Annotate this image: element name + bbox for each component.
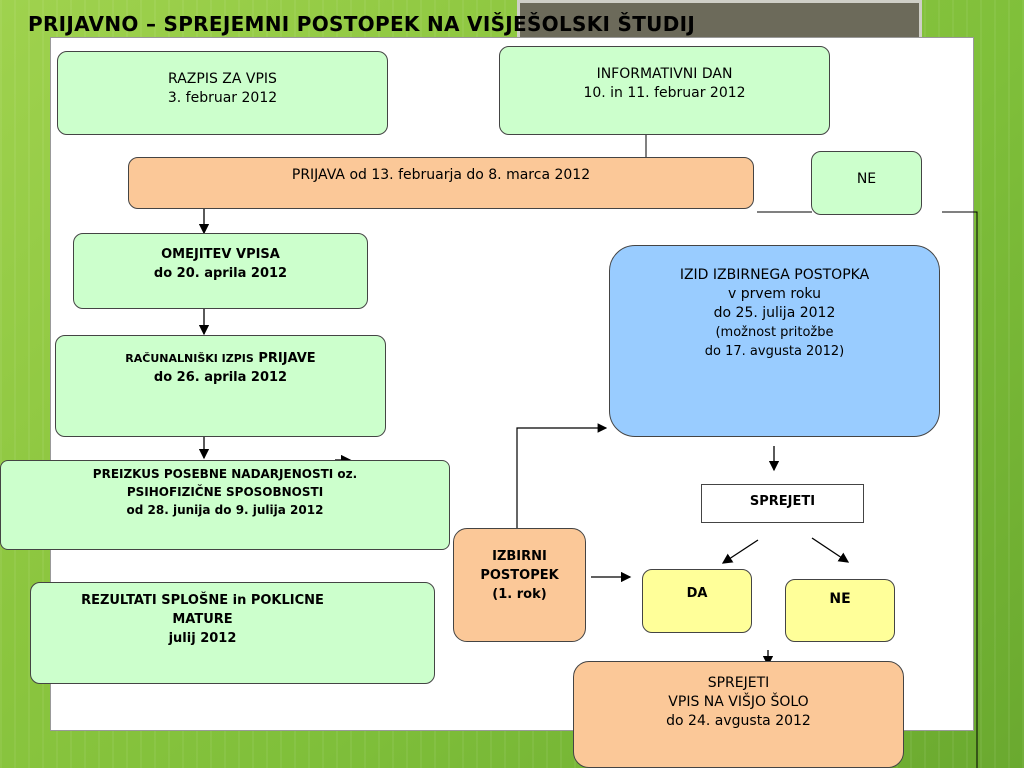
box-ne-top: NE — [811, 151, 922, 215]
box-preizkus: PREIZKUS POSEBNE NADARJENOSTI oz. PSIHOF… — [0, 460, 450, 550]
preizkus-date: od 28. junija do 9. julija 2012 — [126, 503, 324, 517]
omejitev-date: do 20. aprila 2012 — [153, 266, 288, 281]
box-da: DA — [642, 569, 752, 633]
izpis-title-small: RAČUNALNIŠKI IZPIS — [125, 352, 254, 365]
informativni-title: INFORMATIVNI DAN — [596, 66, 733, 82]
vpis-date: do 24. avgusta 2012 — [666, 713, 811, 729]
ne-top-text: NE — [856, 171, 877, 187]
arrow-izbirni-izid — [516, 423, 608, 530]
arrow-sprejeti-ne — [811, 537, 850, 563]
box-informativni-dan: INFORMATIVNI DAN 10. in 11. februar 2012 — [499, 46, 830, 135]
box-izbirni-postopek: IZBIRNI POSTOPEK (1. rok) — [453, 528, 586, 642]
izid-date: do 25. julija 2012 — [713, 305, 836, 321]
razpis-title: RAZPIS ZA VPIS — [168, 71, 277, 87]
vpis-line1: SPREJETI — [707, 675, 770, 691]
preizkus-line1: PREIZKUS POSEBNE NADARJENOSTI oz. — [92, 467, 358, 481]
izid-appeal: (možnost pritožbe — [715, 325, 834, 340]
rezultati-line2: MATURE — [172, 612, 233, 627]
ne-bottom-text: NE — [829, 591, 851, 607]
rezultati-line1: REZULTATI SPLOŠNE in POKLICNE — [81, 593, 324, 608]
da-text: DA — [686, 586, 708, 601]
razpis-date: 3. februar 2012 — [167, 90, 278, 106]
vpis-line2: VPIS NA VIŠJO ŠOLO — [668, 694, 809, 710]
box-sprejeti-decision: SPREJETI — [701, 484, 864, 523]
box-razpis: RAZPIS ZA VPIS 3. februar 2012 — [57, 51, 388, 135]
izbirni-line1: IZBIRNI — [492, 549, 547, 564]
izid-appeal-date: do 17. avgusta 2012) — [704, 344, 845, 359]
connector-ne-down — [942, 211, 978, 768]
rezultati-date: julij 2012 — [168, 631, 237, 646]
izbirni-line3: (1. rok) — [492, 587, 547, 602]
box-vpis: SPREJETI VPIS NA VIŠJO ŠOLO do 24. avgus… — [573, 661, 904, 768]
box-izid: IZID IZBIRNEGA POSTOPKA v prvem roku do … — [609, 245, 940, 437]
box-prijava: PRIJAVA od 13. februarja do 8. marca 201… — [128, 157, 754, 209]
izpis-title-rest: PRIJAVE — [258, 351, 316, 366]
page-title: PRIJAVNO – SPREJEMNI POSTOPEK NA VIŠJEŠO… — [28, 12, 696, 36]
preizkus-line2: PSIHOFIZIČNE SPOSOBNOSTI — [126, 485, 324, 499]
omejitev-title: OMEJITEV VPISA — [161, 247, 280, 262]
izid-title: IZID IZBIRNEGA POSTOPKA — [679, 267, 870, 283]
box-omejitev: OMEJITEV VPISA do 20. aprila 2012 — [73, 233, 368, 309]
box-ne-bottom: NE — [785, 579, 895, 642]
box-rezultati: REZULTATI SPLOŠNE in POKLICNE MATURE jul… — [30, 582, 435, 684]
izpis-title: RAČUNALNIŠKI IZPIS PRIJAVE — [56, 349, 385, 368]
arrow-sprejeti-da — [721, 539, 759, 564]
sprejeti-text: SPREJETI — [749, 494, 816, 509]
informativni-date: 10. in 11. februar 2012 — [583, 85, 746, 101]
izbirni-line2: POSTOPEK — [480, 568, 559, 583]
izpis-date: do 26. aprila 2012 — [153, 370, 288, 385]
box-izpis: RAČUNALNIŠKI IZPIS PRIJAVE do 26. aprila… — [55, 335, 386, 437]
prijava-text: PRIJAVA od 13. februarja do 8. marca 201… — [291, 167, 591, 183]
izid-round: v prvem roku — [728, 286, 821, 302]
